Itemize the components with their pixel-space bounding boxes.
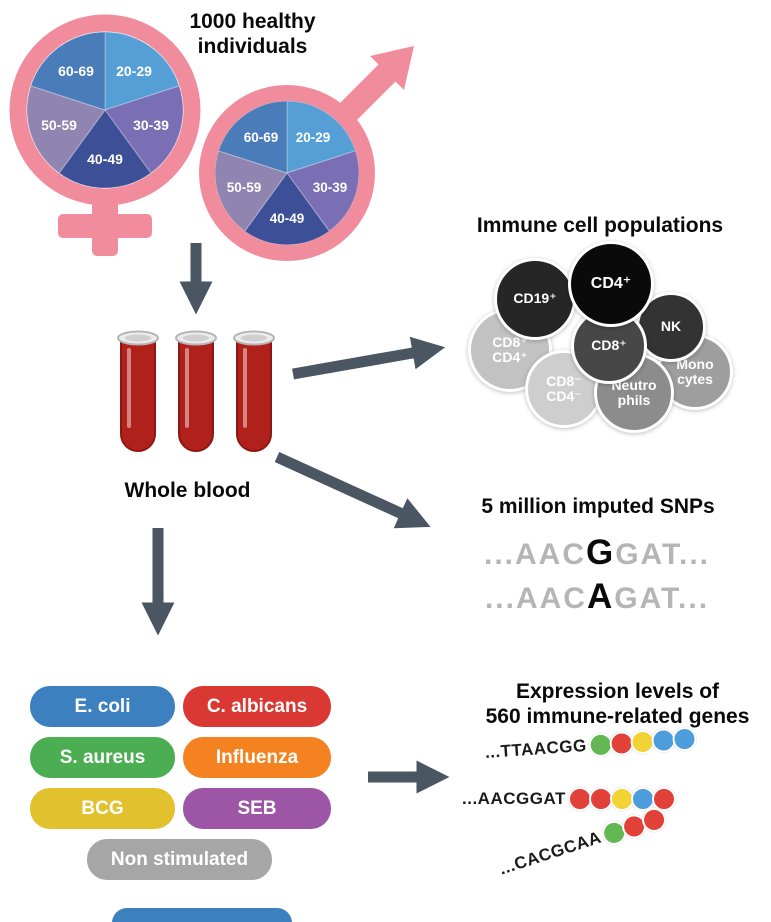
expression-title-line2: 560 immune-related genes bbox=[485, 704, 750, 728]
tube-highlight-icon bbox=[127, 348, 131, 428]
snp-sequence-row: ...AACAGAT... bbox=[437, 576, 757, 620]
stimulus-pill-nonstimulated: Non stimulated bbox=[87, 839, 272, 880]
expression-dot bbox=[671, 726, 698, 752]
male-pie-wedge-40-49 bbox=[244, 172, 330, 246]
expression-sequence-text: ...TTAACGG bbox=[484, 735, 588, 762]
male-arrow-head-icon bbox=[370, 46, 414, 90]
test-tube bbox=[178, 337, 214, 452]
cohort-title-line1: 1000 healthy bbox=[189, 10, 316, 33]
test-tube bbox=[120, 337, 156, 452]
cell-cd19: CD19⁺ bbox=[494, 258, 576, 340]
female-pie-label-20-29: 20-29 bbox=[116, 63, 152, 79]
stimulus-pill-bcg: BCG bbox=[30, 788, 175, 829]
female-pie-label-50-59: 50-59 bbox=[41, 117, 77, 133]
immune-populations-title: Immune cell populations bbox=[476, 214, 724, 237]
cohort-title-line2: individuals bbox=[197, 34, 308, 58]
expression-dot bbox=[630, 787, 655, 811]
test-tube-opening bbox=[125, 334, 151, 342]
female-pie-wedge-50-59 bbox=[26, 85, 106, 174]
female-pie-wedge-40-49 bbox=[58, 109, 152, 189]
partial-pill-next-row bbox=[112, 908, 292, 922]
whole-blood-label: Whole blood bbox=[124, 479, 251, 502]
cell-label: Mono cytes bbox=[676, 355, 714, 387]
cell-label: NK bbox=[660, 318, 682, 335]
tube-highlight-icon bbox=[243, 348, 247, 428]
cell-label: CD4⁺ bbox=[590, 275, 632, 293]
stimulus-pill-ecoli: E. coli bbox=[30, 686, 175, 727]
tube-highlight-icon bbox=[185, 348, 189, 428]
expression-title: Expression levels of 560 immune-related … bbox=[465, 680, 770, 730]
cell-label: CD8⁻ CD4⁻ bbox=[546, 372, 582, 404]
snp-variant-allele: A bbox=[586, 577, 615, 616]
male-pie-label-40-49: 40-49 bbox=[270, 211, 305, 226]
expression-sequence-text: ...AACGGAT bbox=[462, 789, 566, 808]
cohort-title: 1000 healthy individuals bbox=[150, 10, 355, 60]
blood-tubes bbox=[117, 330, 275, 452]
male-symbol: 20-29 30-39 40-49 50-59 60-69 bbox=[199, 46, 414, 261]
female-symbol: 20-29 30-39 40-49 50-59 60-69 bbox=[9, 14, 201, 256]
female-ring-icon bbox=[9, 14, 201, 206]
male-pie-wedge-50-59 bbox=[214, 150, 288, 232]
snp-seq-prefix: ...AAC bbox=[483, 538, 586, 571]
snps-title: 5 million imputed SNPs bbox=[481, 495, 715, 518]
arrow-blood-to-cells-icon bbox=[292, 336, 446, 380]
male-pie-wedge-30-39 bbox=[286, 150, 360, 232]
female-pie-label-30-39: 30-39 bbox=[133, 117, 169, 133]
male-ring-icon bbox=[199, 85, 375, 261]
stimulus-pill-saureus: S. aureus bbox=[30, 737, 175, 778]
cell-label: CD8⁺ bbox=[591, 337, 627, 354]
male-pie-wedge-20-29 bbox=[286, 100, 357, 174]
stimulus-pill-calbicans: C. albicans bbox=[183, 686, 331, 727]
female-pie-wedge-20-29 bbox=[104, 31, 180, 111]
cell-cd4: CD4⁺ bbox=[568, 241, 654, 327]
snp-seq-prefix: ...AAC bbox=[484, 582, 587, 615]
expression-sequence-row: ...AACGGAT bbox=[462, 787, 676, 811]
snp-sequence-row: ...AACGGAT... bbox=[437, 532, 757, 576]
stimulus-pill-seb: SEB bbox=[183, 788, 331, 829]
female-pie-wedge-30-39 bbox=[104, 85, 184, 174]
snp-seq-suffix: GAT... bbox=[615, 538, 710, 571]
male-pie-label-60-69: 60-69 bbox=[244, 130, 279, 145]
male-arrow-shaft-icon bbox=[335, 62, 398, 125]
male-pie-label-30-39: 30-39 bbox=[313, 180, 348, 195]
snp-sequences: ...AACGGAT... ...AACAGAT... bbox=[437, 532, 757, 620]
arrow-blood-to-snps-icon bbox=[274, 451, 431, 529]
expression-title-line1: Expression levels of bbox=[515, 680, 720, 703]
cell-label: CD19⁺ bbox=[513, 290, 557, 307]
snp-seq-suffix: GAT... bbox=[614, 582, 710, 615]
test-tube-opening bbox=[241, 334, 267, 342]
test-tube-opening bbox=[183, 334, 209, 342]
cell-label: CD8⁺ CD4⁺ bbox=[492, 333, 528, 365]
female-pie-label-60-69: 60-69 bbox=[58, 63, 94, 79]
stimulus-pill-influenza: Influenza bbox=[183, 737, 331, 778]
female-pie-wedge-60-69 bbox=[30, 31, 106, 111]
male-pie-wedge-60-69 bbox=[217, 100, 288, 174]
test-tube bbox=[236, 337, 272, 452]
female-cross-horizontal-icon bbox=[58, 214, 152, 238]
female-pie-label-40-49: 40-49 bbox=[87, 151, 123, 167]
male-pie-label-20-29: 20-29 bbox=[296, 130, 331, 145]
male-pie-label-50-59: 50-59 bbox=[227, 180, 262, 195]
snp-variant-allele: G bbox=[585, 533, 616, 572]
